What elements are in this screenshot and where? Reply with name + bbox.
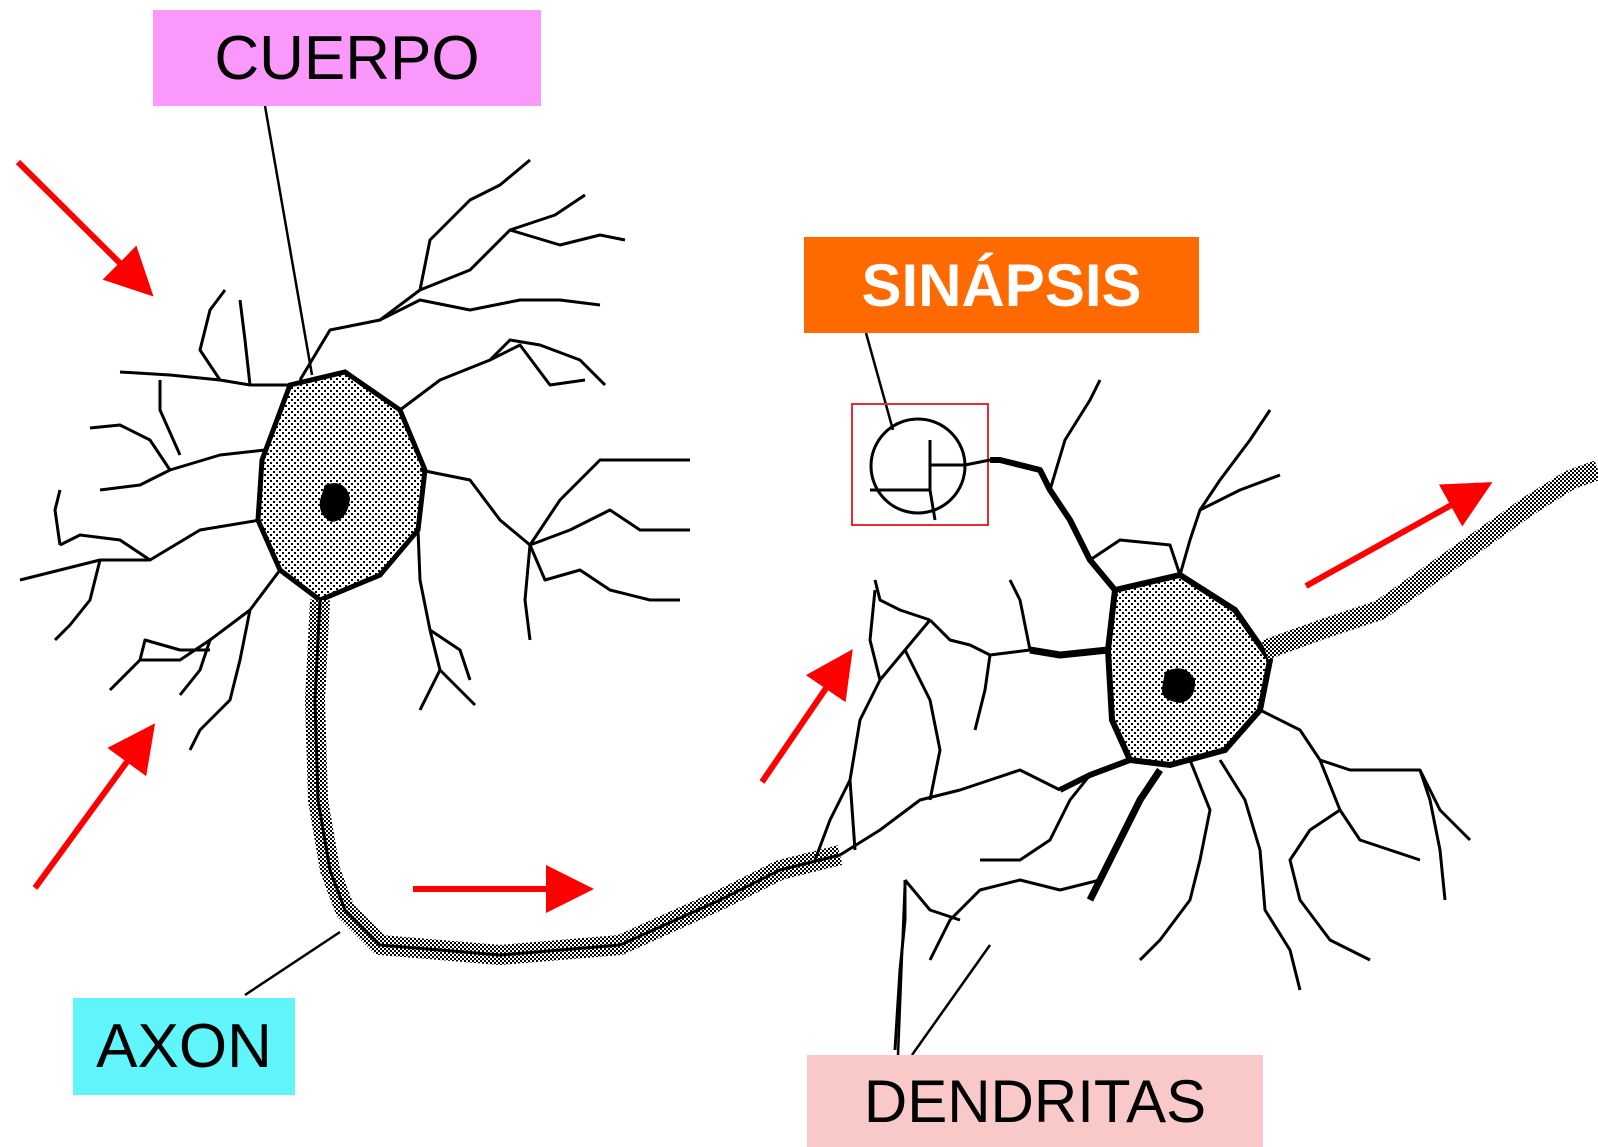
arrow-bottom-left xyxy=(35,733,148,888)
label-axon: AXON xyxy=(73,998,295,1095)
label-sinapsis: SINÁPSIS xyxy=(804,237,1199,333)
axon-left xyxy=(315,600,840,955)
synapse-marker xyxy=(852,404,990,525)
axon-leader-line xyxy=(245,932,340,995)
cell-body-right xyxy=(1108,575,1270,765)
arrow-right xyxy=(1306,488,1482,586)
neuron-left xyxy=(20,160,840,955)
dendritas-leader-line-b xyxy=(912,945,990,1055)
label-dendritas: DENDRITAS xyxy=(807,1055,1263,1147)
neuron-right xyxy=(815,380,1598,1050)
nucleus-right xyxy=(1162,668,1195,703)
sinapsis-leader-line xyxy=(866,333,893,430)
signal-arrows xyxy=(18,162,1482,889)
label-cuerpo: CUERPO xyxy=(153,10,541,106)
arrow-middle xyxy=(762,659,846,782)
cuerpo-leader-line xyxy=(265,106,312,375)
axon-right xyxy=(1265,470,1598,650)
arrow-top-left xyxy=(18,162,145,288)
